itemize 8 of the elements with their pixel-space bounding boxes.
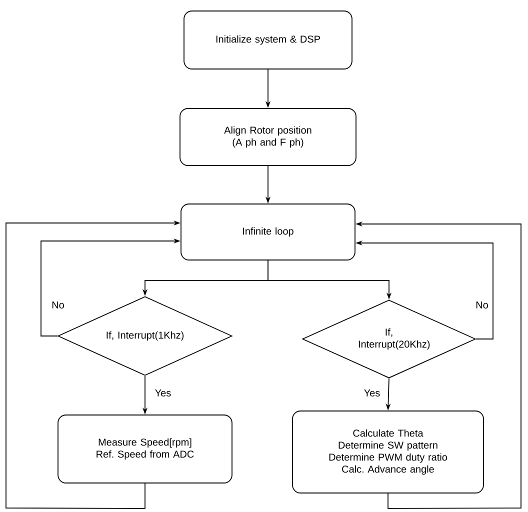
process-box: Calculate Theta Determine SW pattern Determine PWM duty ratio Calc. Advance angle bbox=[292, 410, 484, 494]
edge-label: Yes bbox=[362, 388, 382, 398]
edge-label: Yes bbox=[154, 388, 172, 398]
edge-label: No bbox=[474, 300, 490, 310]
process-box: Infinite loop bbox=[180, 204, 356, 260]
process-box: Initialize system & DSP bbox=[184, 10, 352, 70]
process-box: Measure Speed[rpm] Ref. Speed from ADC bbox=[58, 414, 232, 484]
process-box: Align Rotor position (A ph and F ph) bbox=[180, 108, 356, 166]
